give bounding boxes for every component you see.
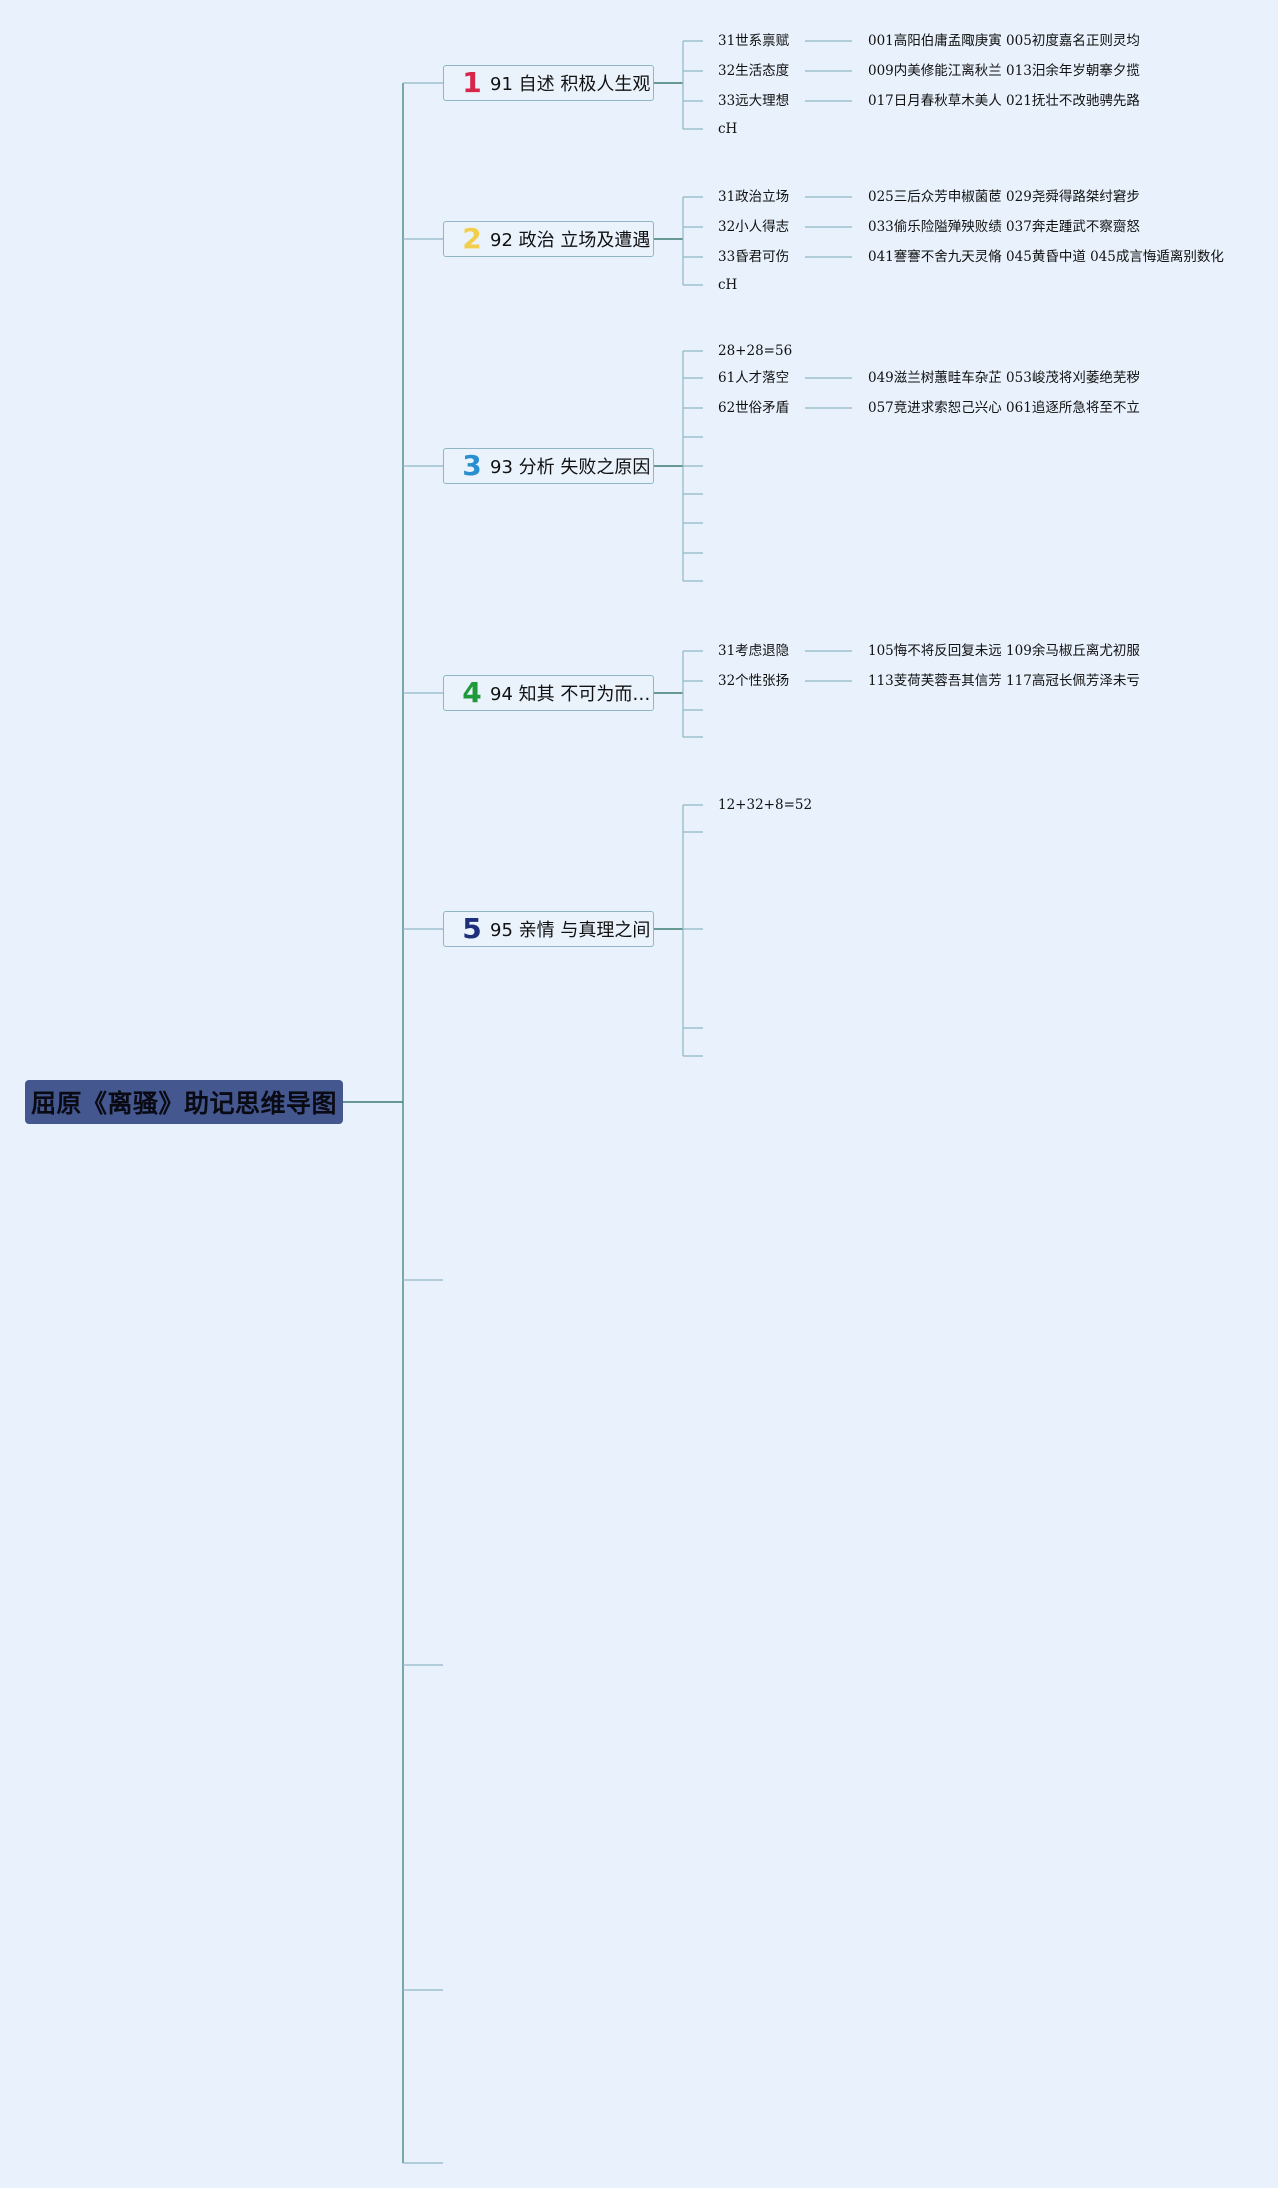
main-topic-label: 95 亲情 与真理之间	[490, 920, 651, 941]
number-badge-icon: 3	[462, 449, 482, 482]
number-badge-icon: 1	[462, 66, 482, 99]
subtopic-label[interactable]: cH	[718, 121, 738, 137]
leaf-topic-label[interactable]: 105悔不将反回复未远 109余马椒丘离尤初服	[868, 643, 1140, 659]
main-topic-1[interactable]: 1 91 自述 积极人生观	[443, 65, 654, 101]
leaf-topic-label[interactable]: 049滋兰树蕙畦车杂芷 053峻茂将刈萎绝芜秽	[868, 370, 1140, 386]
leaf-topic-label[interactable]: 057竞进求索恕己兴心 061追逐所急将至不立	[868, 400, 1140, 416]
subtopic-label[interactable]: 62世俗矛盾	[718, 400, 790, 416]
leaf-topic-label[interactable]: 033偷乐险隘殚殃败绩 037奔走踵武不察齌怒	[868, 219, 1140, 235]
leaf-topic-label[interactable]: 009内美修能江离秋兰 013汨余年岁朝搴夕揽	[868, 63, 1140, 79]
subtopic-label[interactable]: 31考虑退隐	[718, 643, 790, 659]
number-badge-icon: 2	[462, 222, 482, 255]
main-topic-label: 94 知其 不可为而…	[490, 684, 651, 705]
root-title: 屈原《离骚》助记思维导图	[30, 1089, 337, 1118]
leaf-topic-label[interactable]: 113芰荷芙蓉吾其信芳 117高冠长佩芳泽未亏	[868, 673, 1140, 689]
subtopic-label[interactable]: cH	[718, 277, 738, 293]
leaf-topic-label[interactable]: 041謇謇不舍九天灵脩 045黄昏中道 045成言悔遁离别数化	[868, 249, 1224, 265]
leaf-topic-label[interactable]: 001高阳伯庸孟陬庚寅 005初度嘉名正则灵均	[868, 33, 1140, 49]
subtopic-label[interactable]: 32小人得志	[718, 219, 790, 235]
main-topic-3[interactable]: 3 93 分析 失败之原因	[443, 448, 654, 484]
subtopic-label[interactable]: 31世系禀赋	[718, 33, 790, 49]
subtopic-label[interactable]: 61人才落空	[718, 370, 790, 386]
subtopic-label[interactable]: 33远大理想	[718, 93, 790, 109]
leaf-topic-label[interactable]: 025三后众芳申椒菌茝 029尧舜得路桀纣窘步	[868, 189, 1140, 205]
main-topic-label: 92 政治 立场及遭遇	[490, 230, 651, 251]
subtopic-label[interactable]: 12+32+8=52	[718, 797, 813, 813]
subtopic-label[interactable]: 28+28=56	[718, 343, 793, 359]
main-topic-5[interactable]: 5 95 亲情 与真理之间	[443, 911, 654, 947]
root-topic[interactable]: 屈原《离骚》助记思维导图	[25, 1080, 343, 1124]
subtopic-label[interactable]: 32生活态度	[718, 63, 790, 79]
main-topic-2[interactable]: 2 92 政治 立场及遭遇	[443, 221, 654, 257]
subtopic-label[interactable]: 31政治立场	[718, 189, 790, 205]
subtopic-label[interactable]: 32个性张扬	[718, 673, 790, 689]
subtopic-label[interactable]: 33昏君可伤	[718, 249, 790, 265]
main-topic-label: 91 自述 积极人生观	[490, 74, 651, 95]
main-topic-4[interactable]: 4 94 知其 不可为而…	[443, 675, 654, 711]
number-badge-icon: 5	[462, 912, 482, 945]
leaf-topic-label[interactable]: 017日月春秋草木美人 021抚壮不改驰骋先路	[868, 93, 1140, 109]
number-badge-icon: 4	[462, 676, 482, 709]
main-topic-label: 93 分析 失败之原因	[490, 457, 651, 478]
